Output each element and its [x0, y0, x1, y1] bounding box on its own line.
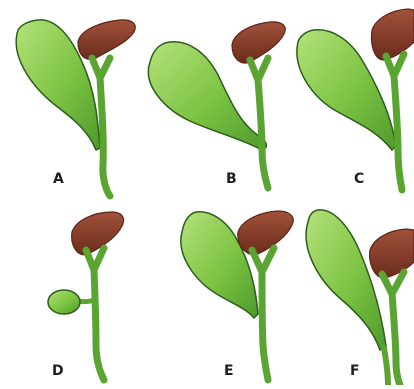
panel-a	[16, 20, 135, 196]
liver-a	[78, 20, 135, 59]
cystic-duct-f	[384, 348, 388, 385]
panel-f	[306, 210, 414, 385]
panel-label-d: D	[52, 364, 64, 378]
panel-e	[181, 211, 293, 380]
common-duct-c	[394, 76, 402, 190]
common-duct-a	[100, 78, 110, 196]
gallbladder-d	[48, 290, 80, 314]
common-duct-f	[392, 294, 400, 385]
common-duct-d	[94, 270, 104, 380]
panel-label-b: B	[226, 172, 237, 186]
panel-d	[48, 212, 124, 380]
panel-label-e: E	[224, 364, 234, 378]
panel-b	[148, 22, 285, 188]
liver-c	[372, 9, 414, 60]
liver-b	[232, 22, 285, 63]
panel-label-a: A	[53, 172, 64, 186]
gallbladder-f	[306, 210, 386, 350]
liver-e	[238, 211, 293, 255]
common-duct-e	[262, 272, 268, 380]
panel-c	[297, 9, 414, 190]
panel-label-c: C	[354, 172, 364, 186]
liver-d	[72, 212, 124, 255]
common-duct-b	[258, 80, 268, 188]
panel-label-f: F	[350, 364, 360, 378]
liver-f	[370, 229, 414, 278]
